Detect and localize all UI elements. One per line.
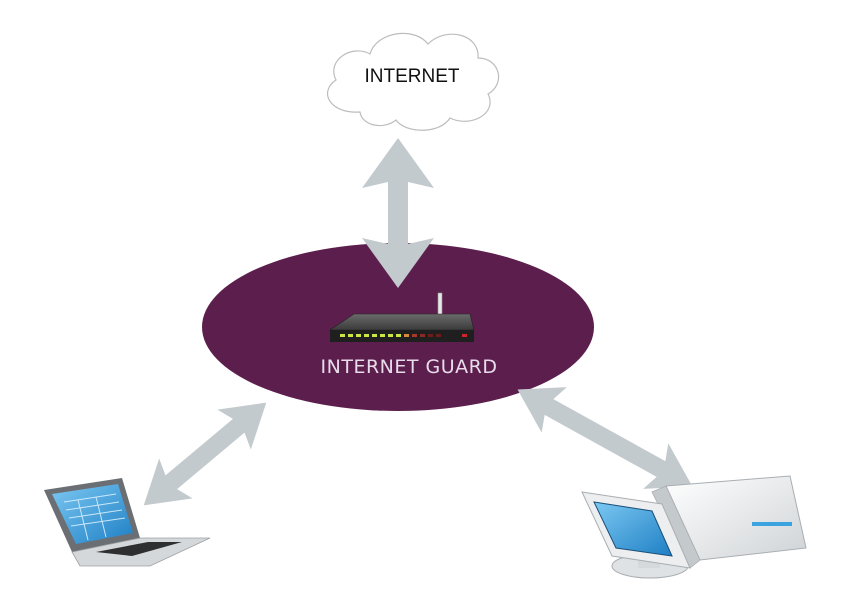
cloud-label: INTERNET (365, 66, 460, 87)
router-led-row (340, 334, 467, 337)
arrow-hub-cloud (362, 138, 434, 288)
arrow-hub-desktop (517, 387, 693, 489)
router-icon (329, 292, 475, 342)
desktop-drive-slot (752, 522, 792, 526)
laptop-icon (44, 478, 211, 567)
desktop-computer-icon (581, 475, 807, 579)
internet-cloud: INTERNET (326, 32, 500, 131)
hub-label: INTERNET GUARD (321, 356, 498, 378)
arrow-hub-laptop (143, 402, 267, 506)
